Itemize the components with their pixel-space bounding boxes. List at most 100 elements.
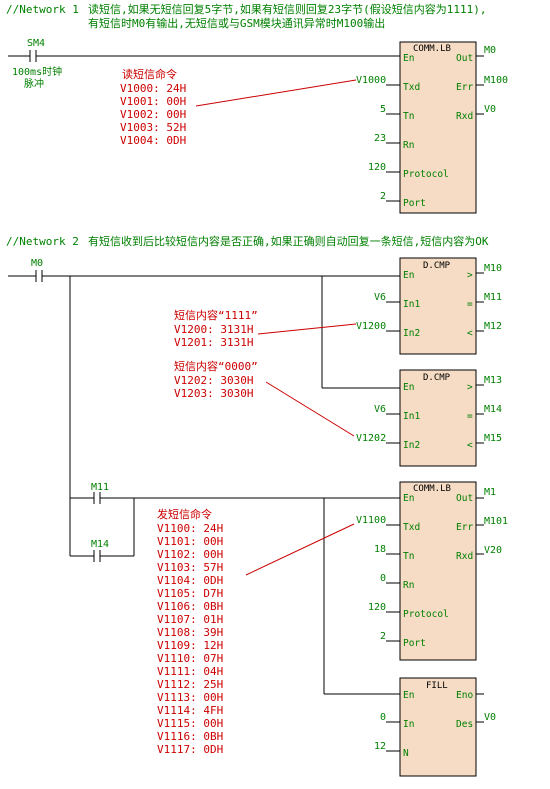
- dcmp1-eq-value: M11: [484, 292, 502, 303]
- pin-rxd: Rxd: [456, 111, 473, 122]
- pin-in1: In1: [403, 299, 420, 310]
- comm2-rxd-value: V20: [484, 545, 502, 556]
- pin-eno: Eno: [456, 690, 473, 701]
- send-command-title: 发短信命令: [157, 507, 212, 521]
- pin-protocol: Protocol: [403, 609, 449, 620]
- comm1-rxd-value: V0: [484, 104, 496, 115]
- dcmp-block-2-pins: [386, 384, 484, 444]
- dcmp2-gt-value: M13: [484, 375, 502, 386]
- note-1111-title: 短信内容“1111”: [174, 308, 258, 322]
- pin-err: Err: [456, 522, 473, 533]
- send-command-line: V1106: 0BH: [157, 600, 223, 613]
- read-command-line: V1001: 00H: [120, 95, 186, 108]
- pin-out: Out: [456, 53, 473, 64]
- fill-n-value: 12: [374, 741, 386, 752]
- network2-comment: 有短信收到后比较短信内容是否正确,如果正确则自动回复一条短信,短信内容为OK: [88, 234, 489, 248]
- read-command-line: V1004: 0DH: [120, 134, 186, 147]
- dcmp1-lt-value: M12: [484, 321, 502, 332]
- send-command-line: V1103: 57H: [157, 561, 223, 574]
- contact-m11[interactable]: M11: [91, 482, 109, 493]
- dcmp-block-2-title: D.CMP: [423, 373, 451, 383]
- network1-comment-line2: 有短信时M0有输出,无短信或与GSM模块通讯异常时M100输出: [88, 16, 385, 30]
- send-command-line: V1113: 00H: [157, 691, 223, 704]
- comm2-txd-value: V1100: [356, 515, 386, 526]
- pin-tn: Tn: [403, 551, 414, 562]
- pin-rn: Rn: [403, 140, 414, 151]
- send-command-line: V1105: D7H: [157, 587, 223, 600]
- dcmp-block-1-title: D.CMP: [423, 261, 451, 271]
- note-0000-line: V1202: 3030H: [174, 374, 253, 387]
- comm2-port-value: 2: [380, 631, 386, 642]
- network1-title: //Network 1: [6, 3, 79, 16]
- read-command-line: V1000: 24H: [120, 82, 186, 95]
- pin-lt: <: [467, 440, 473, 451]
- fill-des-value: V0: [484, 712, 496, 723]
- send-command-line: V1111: 04H: [157, 665, 223, 678]
- note-0000-title: 短信内容“0000”: [174, 359, 258, 373]
- pin-gt: >: [467, 270, 473, 281]
- contact-sm4[interactable]: SM4: [27, 38, 45, 49]
- read-command-line: V1003: 52H: [120, 121, 186, 134]
- send-command-line: V1101: 00H: [157, 535, 223, 548]
- comm1-rn-value: 23: [374, 133, 386, 144]
- note-1111-line: V1200: 3131H: [174, 323, 253, 336]
- read-command-note: 读短信命令 V1000: 24H V1001: 00H V1002: 00H V…: [120, 67, 357, 147]
- send-command-line: V1109: 12H: [157, 639, 223, 652]
- pin-rn: Rn: [403, 580, 414, 591]
- pin-in: In: [403, 719, 414, 730]
- pin-txd: Txd: [403, 82, 420, 93]
- dcmp2-in1-value: V6: [374, 404, 386, 415]
- dcmp-block-1-pins: [386, 272, 484, 332]
- send-command-line: V1116: 0BH: [157, 730, 223, 743]
- dcmp-block-1[interactable]: D.CMP En > In1 = In2 <: [399, 257, 477, 355]
- send-command-line: V1112: 25H: [157, 678, 223, 691]
- network2-wiring: [8, 270, 400, 695]
- send-command-line: V1108: 39H: [157, 626, 223, 639]
- pin-in1: In1: [403, 411, 420, 422]
- pin-protocol: Protocol: [403, 169, 449, 180]
- send-command-line: V1104: 0DH: [157, 574, 223, 587]
- send-command-line: V1114: 4FH: [157, 704, 223, 717]
- read-command-line: V1002: 00H: [120, 108, 186, 121]
- dcmp1-in2-value: V1200: [356, 321, 386, 332]
- pin-txd: Txd: [403, 522, 420, 533]
- comm-lb-block-1-pins: [386, 55, 484, 202]
- contact-m14[interactable]: M14: [91, 539, 109, 550]
- pin-en: En: [403, 53, 414, 64]
- note-0000-line: V1203: 3030H: [174, 387, 253, 400]
- pin-en: En: [403, 382, 414, 393]
- send-command-line: V1110: 07H: [157, 652, 223, 665]
- comm2-rn-value: 0: [380, 573, 386, 584]
- pin-err: Err: [456, 82, 473, 93]
- comm-lb-block-2[interactable]: COMM.LB En Out Txd Err Tn Rxd Rn Protoco…: [399, 481, 477, 661]
- network2-title: //Network 2: [6, 235, 79, 248]
- dcmp2-lt-value: M15: [484, 433, 502, 444]
- pin-lt: <: [467, 328, 473, 339]
- pin-in2: In2: [403, 440, 420, 451]
- pin-eq: =: [467, 411, 473, 422]
- pin-tn: Tn: [403, 111, 414, 122]
- send-command-line: V1102: 00H: [157, 548, 223, 561]
- dcmp1-in1-value: V6: [374, 292, 386, 303]
- pin-in2: In2: [403, 328, 420, 339]
- fill-block[interactable]: FILL En Eno In Des N: [399, 677, 477, 777]
- contact-m0[interactable]: M0: [31, 258, 43, 269]
- network1-comment-line1: 读短信,如果无短信回复5字节,如果有短信则回复23字节(假设短信内容为1111)…: [88, 2, 486, 16]
- comm1-protocol-value: 120: [368, 162, 386, 173]
- dcmp2-eq-value: M14: [484, 404, 502, 415]
- pin-n: N: [403, 748, 409, 759]
- read-command-title: 读短信命令: [122, 67, 177, 81]
- comm2-tn-value: 18: [374, 544, 386, 555]
- note-1111-line: V1201: 3131H: [174, 336, 253, 349]
- pin-port: Port: [403, 198, 426, 209]
- dcmp-block-2[interactable]: D.CMP En > In1 = In2 <: [399, 369, 477, 467]
- pin-gt: >: [467, 382, 473, 393]
- comm-lb-block-2-title: COMM.LB: [413, 484, 451, 494]
- fill-in-value: 0: [380, 712, 386, 723]
- fill-block-title: FILL: [426, 681, 448, 691]
- comm1-err-value: M100: [484, 75, 508, 86]
- comm-lb-block-1[interactable]: COMM.LB En Out Txd Err Tn Rxd Rn Protoco…: [399, 41, 477, 214]
- pin-en: En: [403, 270, 414, 281]
- comm2-out-value: M1: [484, 487, 496, 498]
